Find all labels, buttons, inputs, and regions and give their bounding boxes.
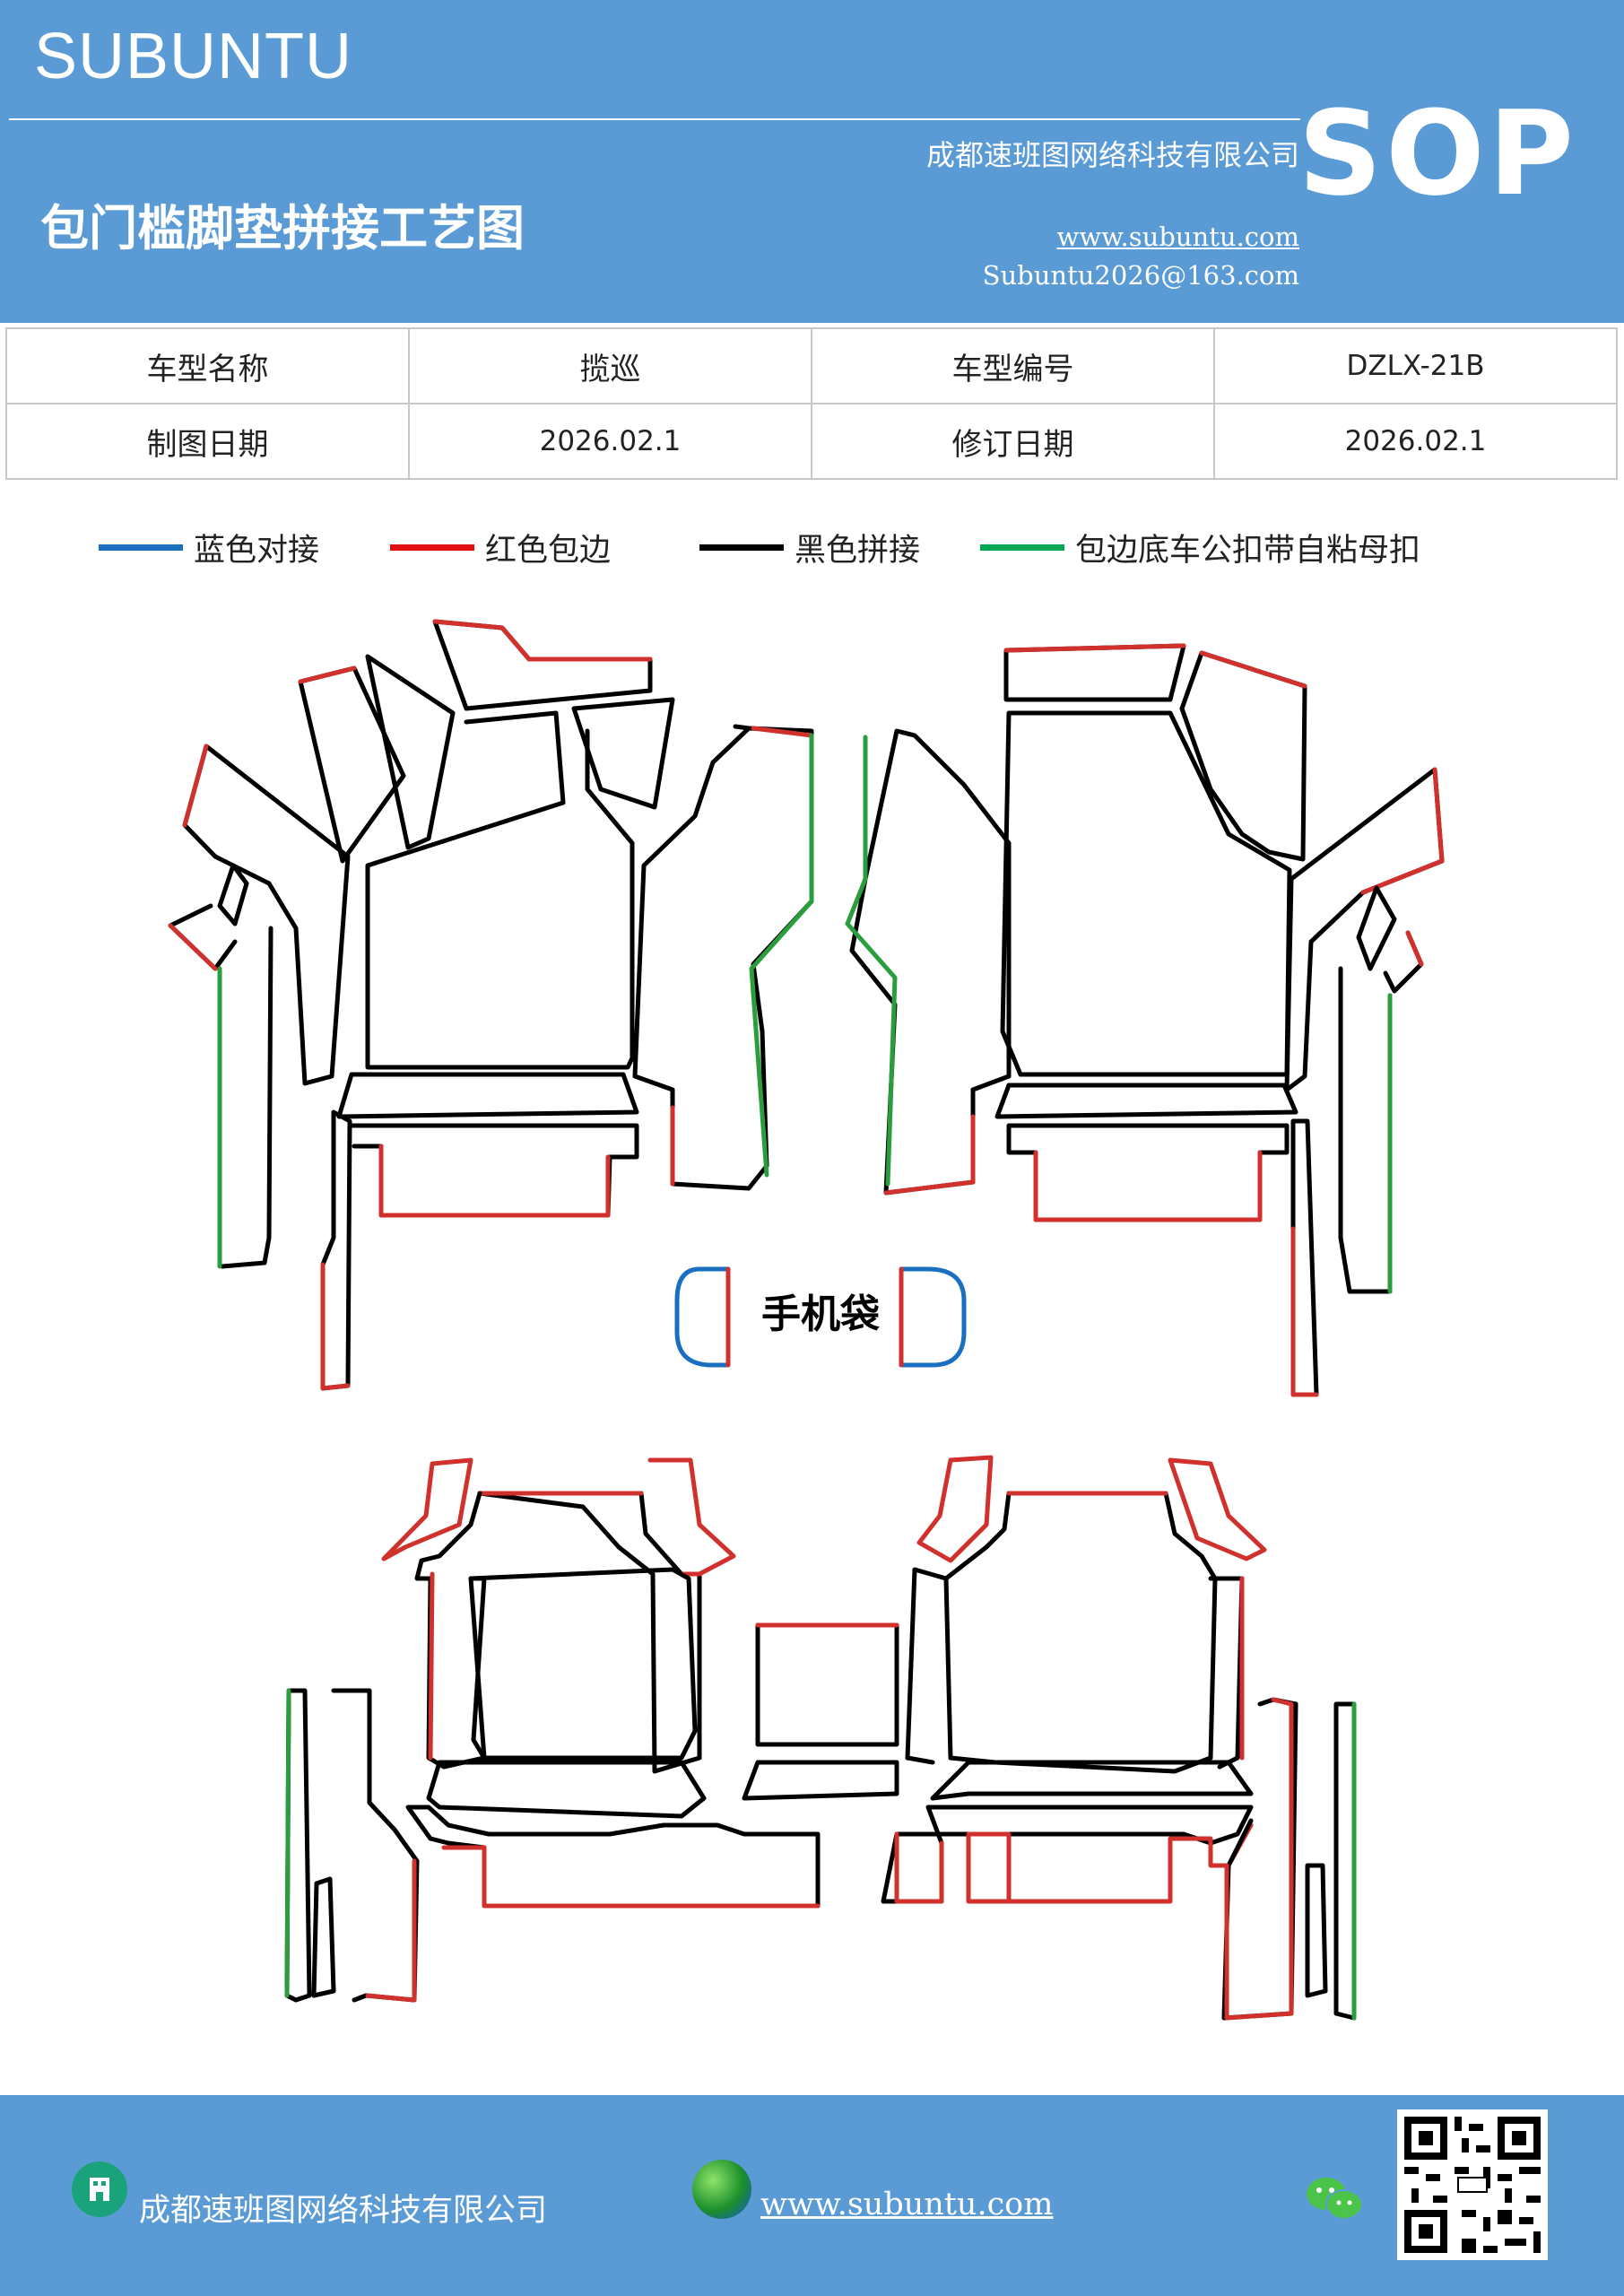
footer: 成都速班图网络科技有限公司 www.subuntu.com [0, 2095, 1624, 2296]
legend-item-green: 包边底车公扣带自粘母扣 [980, 525, 1420, 570]
legend: 蓝色对接 红色包边 黑色拼接 包边底车公扣带自粘母扣 [0, 525, 1624, 578]
legend-label: 红色包边 [485, 533, 612, 569]
floor-mat-diagram: 手机袋 [168, 619, 1445, 2021]
brand-name: SUBUNTU [34, 21, 353, 92]
legend-swatch [699, 544, 784, 551]
email-text: Subuntu2026@163.com [982, 260, 1299, 291]
table-row: 车型名称 揽巡 车型编号 DZLX-21B [5, 327, 1618, 404]
phone-pocket-label: 手机袋 [761, 1292, 880, 1337]
front-right-mat [845, 643, 1445, 1397]
header-divider [9, 118, 1300, 120]
legend-swatch [390, 544, 474, 551]
globe-icon [692, 2160, 751, 2219]
legend-label: 蓝色对接 [194, 533, 320, 569]
info-table: 车型名称 揽巡 车型编号 DZLX-21B 制图日期 2026.02.1 修订日… [5, 327, 1618, 480]
model-code-value: DZLX-21B [1213, 327, 1618, 404]
revise-date-label: 修订日期 [811, 403, 1215, 480]
front-left-mat [168, 619, 814, 1391]
page-title: 包门槛脚垫拼接工艺图 [40, 199, 525, 257]
legend-swatch [980, 544, 1064, 551]
legend-label: 黑色拼接 [795, 533, 921, 569]
legend-item-black: 黑色拼接 [699, 525, 920, 570]
model-code-label: 车型编号 [811, 327, 1215, 404]
building-icon [72, 2161, 127, 2217]
wechat-icon[interactable] [1305, 2174, 1364, 2228]
rear-right-mat [881, 1455, 1357, 2021]
draw-date-value: 2026.02.1 [408, 403, 812, 480]
model-name-value: 揽巡 [408, 327, 812, 404]
sop-label: SOP [1298, 85, 1577, 222]
legend-item-red: 红色包边 [390, 525, 611, 570]
model-name-label: 车型名称 [5, 327, 410, 404]
website-link[interactable]: www.subuntu.com [1056, 222, 1299, 252]
footer-website-link[interactable]: www.subuntu.com [760, 2187, 1054, 2222]
rear-left-mat [284, 1457, 899, 2003]
legend-label: 包边底车公扣带自粘母扣 [1075, 533, 1421, 569]
legend-swatch [99, 544, 183, 551]
draw-date-label: 制图日期 [5, 403, 410, 480]
footer-company: 成都速班图网络科技有限公司 [139, 2193, 548, 2229]
header: SUBUNTU 成都速班图网络科技有限公司 SOP 包门槛脚垫拼接工艺图 www… [0, 0, 1624, 323]
header-company: 成都速班图网络科技有限公司 [925, 138, 1299, 172]
phone-pockets [674, 1266, 967, 1368]
revise-date-value: 2026.02.1 [1213, 403, 1618, 480]
legend-item-blue: 蓝色对接 [99, 525, 319, 570]
table-row: 制图日期 2026.02.1 修订日期 2026.02.1 [5, 403, 1618, 480]
qr-code[interactable] [1397, 2109, 1548, 2260]
